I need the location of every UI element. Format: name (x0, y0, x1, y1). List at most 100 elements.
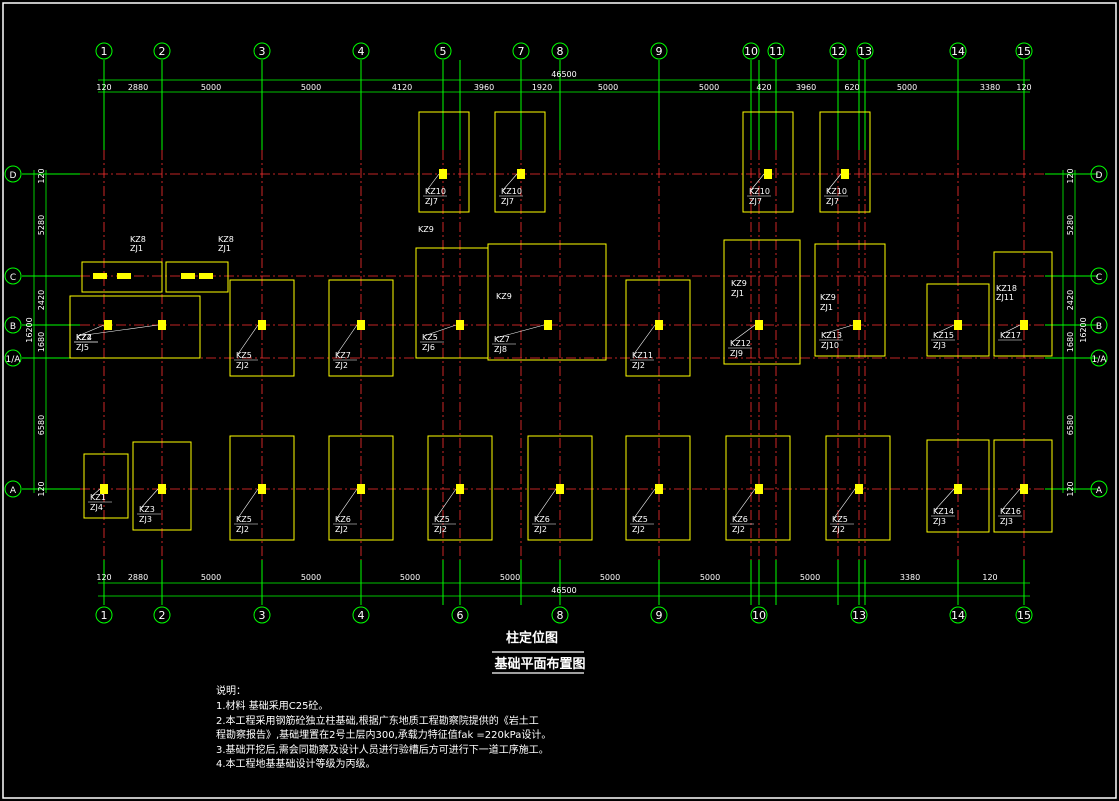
column-marker (1020, 320, 1028, 330)
footing-label: ZJ6 (422, 343, 435, 352)
dim-text-bottom: 5000 (301, 573, 321, 582)
footing-outline (825, 435, 891, 541)
footing-outline (625, 279, 691, 377)
column-label: KZ12 (730, 339, 751, 348)
leader-line (91, 488, 101, 497)
column-marker (357, 320, 365, 330)
footing-label: ZJ2 (434, 525, 447, 534)
footing-outline (427, 435, 493, 541)
axis-bubble (1090, 349, 1108, 367)
axis-label-top: 1 (101, 45, 108, 58)
axis-label-bottom: 14 (951, 609, 965, 622)
footing-outline (494, 111, 546, 213)
column-marker (855, 484, 863, 494)
footing-label: ZJ2 (236, 361, 249, 370)
extra-label: ZJ1 (731, 289, 744, 298)
leader-line (140, 488, 159, 509)
footing-label: ZJ5 (76, 343, 89, 352)
extra-label: KZ9 (418, 225, 434, 234)
axis-bubble (352, 42, 370, 60)
column-marker (439, 169, 447, 179)
column-marker (655, 484, 663, 494)
leader-line (733, 488, 756, 519)
axis-label-top: 11 (769, 45, 783, 58)
column-label: KZ4 (76, 333, 92, 342)
leader-line (237, 488, 259, 519)
beam-marker (117, 273, 131, 279)
dim-text-top: 3960 (796, 83, 816, 92)
column-marker (456, 320, 464, 330)
note-line-1: 1.材料 基础采用C25砼。 (216, 699, 328, 712)
axis-bubble (750, 606, 768, 624)
column-marker (517, 169, 525, 179)
axis-label-right: 1/A (1092, 355, 1108, 365)
dim-text-top: 420 (756, 83, 771, 92)
axis-label-left: 1/A (6, 355, 22, 365)
axis-bubble (742, 42, 760, 60)
column-label: KZ5 (236, 515, 252, 524)
axis-label-bottom: 2 (159, 609, 166, 622)
dim-text-top: 5000 (201, 83, 221, 92)
footing-label: ZJ10 (821, 341, 839, 350)
footing-outline (83, 453, 129, 519)
axis-label-bottom: 9 (656, 609, 663, 622)
axis-label-top: 7 (518, 45, 525, 58)
footing-label: ZJ3 (933, 517, 946, 526)
dim-text-left: 120 (37, 481, 46, 496)
dim-text-top: 120 (96, 83, 111, 92)
footing-outline (993, 439, 1053, 533)
column-marker (655, 320, 663, 330)
axis-label-bottom: 15 (1017, 609, 1031, 622)
footing-label: ZJ3 (933, 341, 946, 350)
column-marker (544, 320, 552, 330)
dim-text-top: 3960 (474, 83, 494, 92)
column-label: KZ6 (335, 515, 351, 524)
column-label: KZ7 (335, 351, 351, 360)
title-lower: 基础平面布置图 (493, 656, 585, 672)
column-marker (357, 484, 365, 494)
axis-label-left: C (10, 273, 16, 283)
leader-line (827, 173, 842, 191)
axis-label-left: A (10, 486, 17, 496)
axis-label-top: 4 (358, 45, 365, 58)
axis-label-top: 5 (440, 45, 447, 58)
note-line-5: 4.本工程地基基础设计等级为丙级。 (216, 757, 376, 770)
extra-label: KZ9 (496, 292, 512, 301)
axis-bubble (829, 42, 847, 60)
leader-line (423, 324, 457, 337)
axis-label-bottom: 6 (457, 609, 464, 622)
column-marker (258, 484, 266, 494)
column-marker (158, 484, 166, 494)
column-label: KZ2 (76, 333, 92, 342)
footing-outline (723, 239, 801, 365)
dim-text-top: 5000 (301, 83, 321, 92)
dim-text-top: 4120 (392, 83, 412, 92)
column-label: KZ14 (933, 507, 954, 516)
column-marker (258, 320, 266, 330)
dim-text-bottom: 3380 (900, 573, 920, 582)
axis-label-top: 3 (259, 45, 266, 58)
dim-text-right: 5280 (1066, 215, 1075, 235)
column-label: KZ16 (1000, 507, 1021, 516)
column-label: KZ6 (534, 515, 550, 524)
notes-heading: 说明： (216, 684, 246, 697)
dim-text-top: 620 (844, 83, 859, 92)
dim-text-right: 2420 (1066, 290, 1075, 310)
column-label: KZ5 (236, 351, 252, 360)
leader-line (77, 324, 105, 337)
footing-label: ZJ2 (732, 525, 745, 534)
column-label: KZ1 (90, 493, 106, 502)
footing-label: ZJ7 (425, 197, 438, 206)
strip-footing (81, 261, 163, 293)
column-label: KZ3 (139, 505, 155, 514)
axis-bubble (4, 316, 22, 334)
axis-bubble (850, 606, 868, 624)
axis-label-bottom: 1 (101, 609, 108, 622)
leader-line (426, 173, 440, 191)
footing-outline (69, 295, 201, 359)
footing-outline (926, 283, 990, 357)
extra-label: KZ18 (996, 284, 1017, 293)
axis-label-top: 10 (744, 45, 758, 58)
